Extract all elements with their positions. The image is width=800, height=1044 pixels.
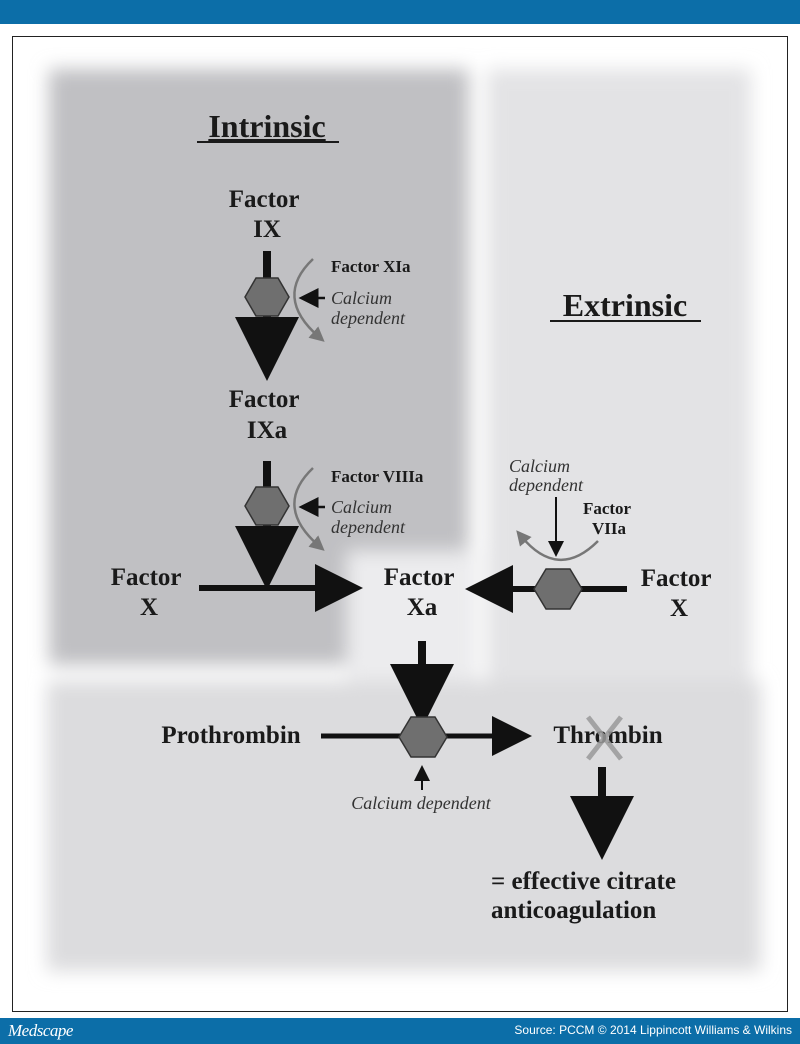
enzyme-hexagon-extrinsic <box>533 568 583 610</box>
catalysis-arc-1 <box>293 258 325 342</box>
factor-xa-label: Factor Xa <box>384 564 461 621</box>
extrinsic-region <box>487 69 751 681</box>
enzyme-hexagon-2 <box>244 486 290 526</box>
xa-region <box>347 551 477 681</box>
factor-ixa-label: Factor IXa <box>229 386 306 444</box>
extrinsic-heading: Extrinsic <box>563 287 687 323</box>
calcium-dependent-prothrombin: Calcium dependent <box>351 793 491 813</box>
top-bar <box>0 0 800 24</box>
calcium-dependent-extrinsic: Calcium dependent <box>509 456 584 495</box>
factor-ix-label: Factor IX <box>229 186 306 243</box>
calcium-dependent-2: Calcium dependent <box>331 497 406 537</box>
enzyme-hexagon-1 <box>244 277 290 317</box>
bottom-bar: Medscape Source: PCCM © 2014 Lippincott … <box>0 1018 800 1044</box>
catalysis-arc-2 <box>293 467 325 551</box>
factor-x-left-label: Factor X <box>111 564 188 621</box>
factor-viiia-label: Factor VIIIa <box>331 467 424 486</box>
medscape-logo: Medscape <box>8 1021 73 1040</box>
source-credit: Source: PCCM © 2014 Lippincott Williams … <box>514 1023 792 1037</box>
catalysis-arc-extrinsic <box>516 530 599 562</box>
factor-viia-label: Factor VIIa <box>583 499 635 538</box>
result-text: = effective citrate anticoagulation <box>491 868 682 924</box>
figure-frame: Intrinsic Extrinsic Factor IX Factor XIa… <box>12 36 788 1012</box>
enzyme-hexagon-prothrombin <box>398 716 448 758</box>
factor-x-right-label: Factor X <box>641 565 718 622</box>
cross-out-mark <box>586 715 623 761</box>
intrinsic-heading: Intrinsic <box>208 108 325 144</box>
calcium-dependent-1: Calcium dependent <box>331 288 406 328</box>
prothrombin-label: Prothrombin <box>161 722 300 749</box>
coagulation-diagram: Intrinsic Extrinsic Factor IX Factor XIa… <box>47 69 761 971</box>
factor-xia-label: Factor XIa <box>331 257 411 276</box>
